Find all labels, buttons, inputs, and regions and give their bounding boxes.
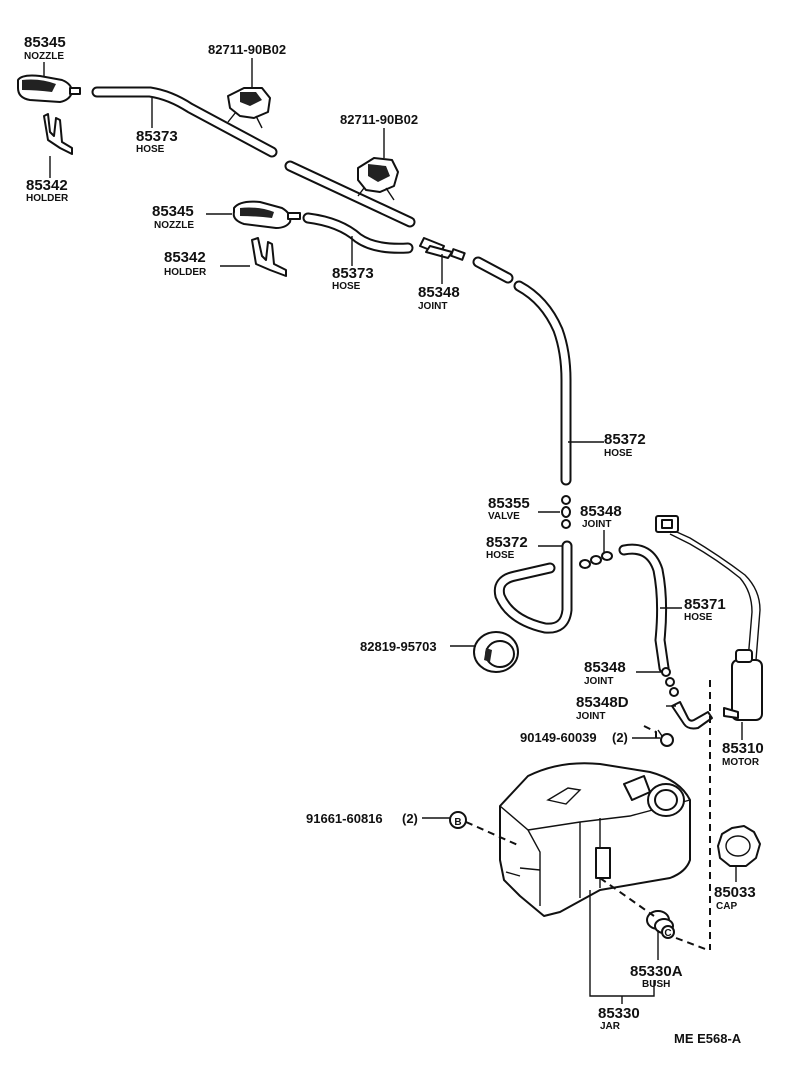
part-number: 85372 — [604, 431, 646, 448]
clip-82711-1-drawing — [227, 87, 271, 129]
joint-85348-low-drawing — [661, 667, 679, 697]
part-name: CAP — [716, 901, 737, 912]
label-holder-mid: 85342 HOLDER — [164, 249, 207, 278]
label-holder-top: 85342 HOLDER — [26, 177, 69, 204]
part-number: 85342 — [26, 177, 68, 194]
guide-nut — [465, 821, 521, 847]
part-name: HOLDER — [164, 267, 207, 278]
label-clip-1: 82711-90B02 — [208, 42, 286, 57]
label-joint-low: 85348 JOINT — [584, 659, 626, 687]
part-number: 85310 — [722, 740, 764, 757]
holder-85342-mid-drawing — [251, 237, 287, 277]
holder-85342-top-drawing — [43, 113, 73, 155]
label-bolt: 90149-60039 (2) — [520, 730, 628, 745]
part-name: JOINT — [576, 711, 605, 722]
label-bush: 85330A BUSH — [630, 963, 683, 990]
part-name: NOZZLE — [154, 220, 194, 231]
part-number: 85348 — [418, 284, 460, 301]
bolt-90149-drawing — [657, 729, 674, 747]
part-number: 85345 — [24, 34, 66, 51]
bush-85330a-drawing: C — [646, 910, 675, 939]
part-number: 85348 — [584, 659, 626, 676]
part-number: 85372 — [486, 534, 528, 551]
part-name: JOINT — [584, 676, 613, 687]
part-number: 85342 — [164, 249, 206, 266]
joint-85348d-drawing — [671, 701, 713, 730]
valve-85355-drawing — [561, 495, 571, 529]
part-number: 85355 — [488, 495, 530, 512]
label-nozzle-mid: 85345 NOZZLE — [152, 203, 194, 231]
part-number: 85373 — [332, 265, 374, 282]
part-name: HOSE — [332, 281, 361, 292]
part-qty: (2) — [612, 730, 628, 745]
label-hose-mid: 85373 HOSE — [332, 265, 374, 292]
label-hose-right: 85371 HOSE — [684, 596, 726, 623]
label-hose-u: 85372 HOSE — [486, 534, 528, 561]
part-number: 82819-95703 — [360, 639, 437, 654]
part-name: JOINT — [418, 301, 447, 312]
part-name: BUSH — [642, 979, 670, 990]
motor-85310-drawing — [655, 515, 763, 721]
nozzle-85345-top-drawing — [17, 74, 81, 103]
part-number: 91661-60816 — [306, 811, 383, 826]
part-name: HOSE — [684, 612, 713, 623]
label-hose-top: 85373 HOSE — [136, 128, 178, 155]
joint-85348-mid-drawing — [579, 551, 613, 569]
label-joint-d: 85348D JOINT — [576, 694, 629, 722]
part-number: 82711-90B02 — [208, 42, 286, 57]
hose-85373-top-drawing — [91, 86, 416, 228]
label-jar: 85330 JAR — [598, 1005, 640, 1032]
part-name: HOSE — [604, 448, 633, 459]
part-name: HOLDER — [26, 193, 69, 204]
part-name: JOINT — [582, 519, 611, 530]
part-number: 85373 — [136, 128, 178, 145]
callout-c: C — [664, 928, 671, 939]
hose-short-segment — [472, 256, 514, 284]
part-number: 85330 — [598, 1005, 640, 1022]
callout-b: B — [454, 817, 461, 828]
hose-85371-drawing — [618, 543, 670, 674]
part-number: 85033 — [714, 884, 756, 901]
part-number: 85348D — [576, 694, 629, 711]
label-motor: 85310 MOTOR — [722, 740, 764, 768]
label-nut: 91661-60816 (2) — [306, 811, 418, 826]
label-cap: 85033 CAP — [714, 884, 756, 912]
part-number: 85330A — [630, 963, 683, 980]
part-name: HOSE — [136, 144, 165, 155]
jar-85330-drawing — [499, 762, 691, 917]
part-qty: (2) — [402, 811, 418, 826]
part-name: JAR — [600, 1021, 621, 1032]
nozzle-85345-mid-drawing — [232, 200, 301, 229]
label-grommet: 82819-95703 — [360, 639, 437, 654]
part-name: HOSE — [486, 550, 515, 561]
joint-85348-top-drawing — [419, 237, 466, 261]
part-number: 90149-60039 — [520, 730, 597, 745]
hose-85372-long-drawing — [513, 280, 572, 486]
label-nozzle-top: 85345 NOZZLE — [24, 34, 66, 62]
part-name: MOTOR — [722, 757, 760, 768]
label-clip-2: 82711-90B02 — [340, 112, 418, 127]
clip-82711-2-drawing — [357, 157, 399, 201]
label-valve: 85355 VALVE — [488, 495, 530, 522]
guide-bolt — [643, 725, 657, 742]
grommet-82819-drawing — [473, 631, 519, 673]
label-hose-long: 85372 HOSE — [604, 431, 646, 459]
nut-91661-drawing: B — [449, 811, 467, 829]
label-joint-mid: 85348 JOINT — [580, 503, 622, 530]
diagram-code: ME E568-A — [674, 1031, 742, 1046]
cap-85033-drawing — [717, 825, 761, 867]
part-number: 85371 — [684, 596, 726, 613]
label-joint-top: 85348 JOINT — [418, 284, 460, 312]
hose-85372-u-drawing — [493, 540, 573, 634]
part-name: VALVE — [488, 511, 520, 522]
part-number: 85348 — [580, 503, 622, 520]
part-name: NOZZLE — [24, 51, 64, 62]
part-number: 82711-90B02 — [340, 112, 418, 127]
hose-85373-mid-drawing — [302, 212, 414, 254]
guide-bush-right — [675, 937, 709, 951]
part-number: 85345 — [152, 203, 194, 220]
